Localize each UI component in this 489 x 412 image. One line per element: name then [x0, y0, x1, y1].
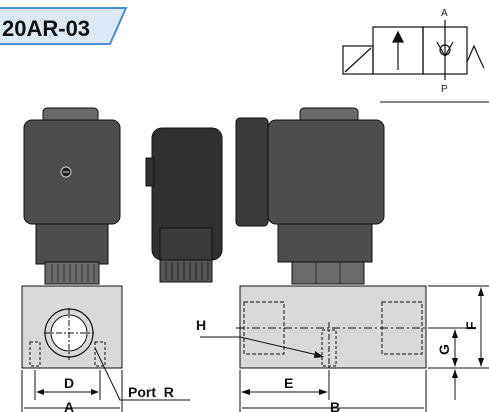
symbol-port-a-label: A: [441, 8, 448, 19]
connector-knob: [145, 157, 155, 187]
armature-nut-side: [291, 261, 365, 285]
solenoid-diagonal: [344, 47, 372, 73]
mount-hole-right: [94, 341, 106, 367]
connector-lower: [159, 227, 213, 261]
armature-nut-front: [44, 261, 100, 285]
coil-housing-side: [267, 119, 385, 225]
model-tag-background: [0, 7, 128, 45]
coil-lower-side: [277, 223, 373, 263]
dim-label-e: E: [284, 375, 293, 391]
flow-arrow-head: [392, 30, 404, 43]
front-view: [21, 107, 123, 369]
coil-housing-front: [23, 119, 121, 225]
dimension-labels: D A Port R H E B F G: [64, 317, 479, 412]
dim-label-h: H: [196, 317, 206, 333]
dimension-lines: [21, 101, 489, 412]
dim-label-b: B: [330, 399, 340, 412]
model-tag: 20AR-03: [0, 7, 128, 45]
h-leader: [200, 336, 323, 357]
dim-label-port-r: Port R: [128, 384, 174, 400]
dim-label-f: F: [463, 321, 479, 330]
model-tag-text: 20AR-03: [2, 16, 90, 41]
dim-label-g: G: [436, 344, 452, 355]
connector-flange: [235, 117, 269, 227]
valve-symbol: A P: [342, 8, 485, 95]
valve-body-side: [239, 285, 427, 369]
dim-label-d: D: [64, 375, 74, 391]
symbol-port-p-label: P: [441, 84, 448, 95]
dim-label-a: A: [64, 399, 74, 412]
side-view: [145, 107, 436, 386]
connector-gland: [159, 259, 213, 283]
mount-hole-left: [29, 341, 41, 367]
port-r-leader: [94, 347, 190, 401]
coil-lower-block: [35, 223, 109, 265]
spring-icon: [466, 44, 485, 69]
check-seat-icon: [436, 41, 454, 58]
